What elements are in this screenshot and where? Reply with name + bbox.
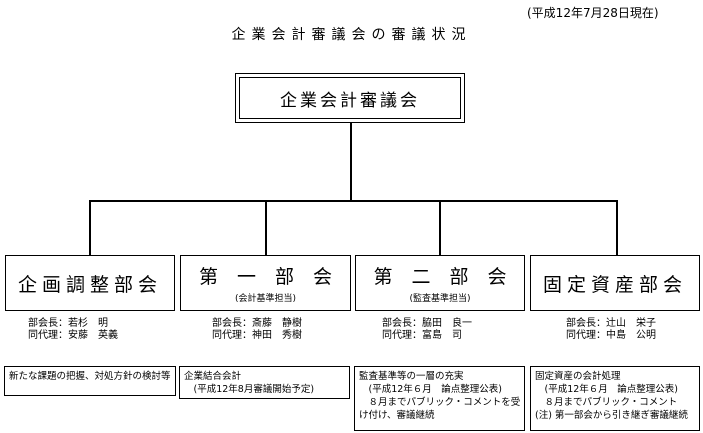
task-line: 固定資産の会計処理 <box>535 371 621 382</box>
task-line: 監査基準等の一層の充実 <box>359 371 464 382</box>
connector-sub-3 <box>439 200 441 255</box>
members-first: 部会長：斎藤 静樹 同代理：神田 秀樹 <box>212 318 302 342</box>
task-line: ８月までパブリック・コメント <box>535 397 678 408</box>
subcommittee-box-fixed-assets: 固定資産部会 <box>530 255 700 311</box>
root-box-label: 企業会計審議会 <box>239 77 461 119</box>
deputy-name: 同代理：神田 秀樹 <box>212 330 302 341</box>
task-line: (平成12年６月 論点整理公表) <box>535 384 679 395</box>
members-planning: 部会長：若杉 明 同代理：安藤 英義 <box>28 318 118 342</box>
subcommittee-title: 第 一 部 会 <box>198 266 332 288</box>
deputy-name: 同代理：中島 公明 <box>566 330 656 341</box>
subcommittee-box-planning: 企画調整部会 <box>5 255 175 311</box>
connector-sub-4 <box>616 200 618 255</box>
page-title: 企業会計審議会の審議状況 <box>231 27 472 43</box>
connector-horizontal <box>89 200 618 202</box>
task-line: 企業結合会計 <box>184 371 242 382</box>
task-line: け付け、審議継続 <box>359 410 435 421</box>
date-note: (平成12年7月28日現在) <box>527 6 659 20</box>
chair-name: 部会長：辻山 栄子 <box>566 318 656 329</box>
deputy-name: 同代理：安藤 英義 <box>28 330 118 341</box>
connector-sub-2 <box>265 200 267 255</box>
task-line: (平成12年8月審議開始予定) <box>184 384 315 395</box>
task-box-fixed-assets: 固定資産の会計処理 (平成12年６月 論点整理公表) ８月までパブリック・コメン… <box>530 366 700 431</box>
subcommittee-title: 固定資産部会 <box>542 273 687 296</box>
subcommittee-note: (会計基準担当) <box>234 294 297 304</box>
task-line: ８月までパブリック・コメントを受 <box>359 397 521 408</box>
task-line: (平成12年６月 論点整理公表) <box>359 384 503 395</box>
subcommittee-title: 企画調整部会 <box>17 273 162 296</box>
task-line: 新たな課題の把握、対処方針の検討等 <box>9 371 171 382</box>
deputy-name: 同代理：富島 司 <box>382 330 462 341</box>
task-box-first: 企業結合会計 (平成12年8月審議開始予定) <box>179 366 350 399</box>
subcommittee-box-first: 第 一 部 会 (会計基準担当) <box>180 255 351 311</box>
task-box-second: 監査基準等の一層の充実 (平成12年６月 論点整理公表) ８月までパブリック・コ… <box>354 366 525 431</box>
connector-sub-1 <box>89 200 91 255</box>
root-box: 企業会計審議会 <box>235 73 465 123</box>
task-box-planning: 新たな課題の把握、対処方針の検討等 <box>4 366 176 396</box>
connector-root-down <box>350 123 352 201</box>
subcommittee-box-second: 第 二 部 会 (監査基準担当) <box>355 255 525 311</box>
task-line: (注) 第一部会から引き継ぎ審議継続 <box>535 410 688 421</box>
members-fixed-assets: 部会長：辻山 栄子 同代理：中島 公明 <box>566 318 656 342</box>
chair-name: 部会長：若杉 明 <box>28 318 108 329</box>
members-second: 部会長：脇田 良一 同代理：富島 司 <box>382 318 472 342</box>
subcommittee-title: 第 二 部 会 <box>373 266 507 288</box>
chair-name: 部会長：脇田 良一 <box>382 318 472 329</box>
subcommittee-note: (監査基準担当) <box>409 294 471 304</box>
chair-name: 部会長：斎藤 静樹 <box>212 318 302 329</box>
